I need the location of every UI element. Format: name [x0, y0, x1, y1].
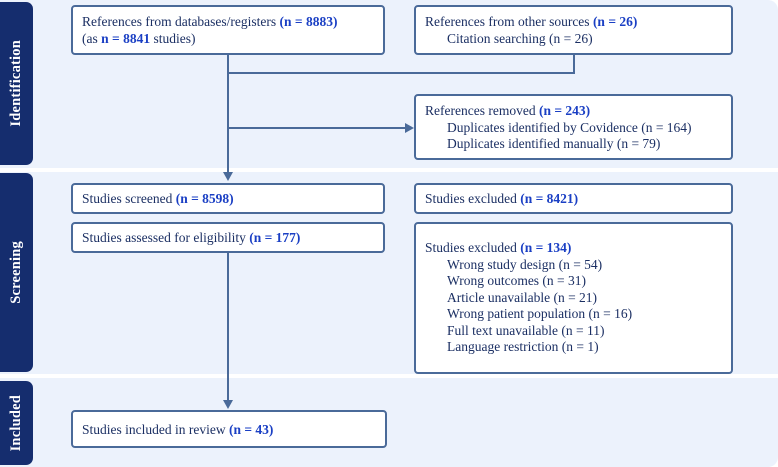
box-included-count: (n = 43): [228, 422, 274, 437]
exclusion-reason: Wrong study design (n = 54): [447, 256, 603, 272]
exclusion-reason: Article unavailable (n = 21): [447, 289, 598, 305]
exclusion-reason: Full text unavailable (n = 11): [447, 322, 605, 338]
connector-other-sources-horizontal: [227, 72, 575, 74]
stage-label-screening: Screening: [0, 173, 33, 372]
box-other-sources-line-2: Citation searching (n = 26): [447, 30, 593, 46]
stage-label-included: Included: [0, 381, 33, 465]
box-studies-screened[interactable]: Studies screened (n = 8598): [71, 183, 385, 214]
exclusion-reason: Wrong outcomes (n = 31): [447, 273, 587, 288]
box-other-sources-count: (n = 26): [592, 14, 638, 29]
stage-label-included-text: Included: [8, 394, 24, 452]
box-studies-excluded-screening[interactable]: Studies excluded (n = 8421): [414, 183, 733, 214]
box-excluded-eligibility-line: Studies excluded (n = 134): [425, 240, 572, 255]
exclusion-reason: Language restriction (n = 1): [447, 339, 599, 354]
box-removed-line-3: Duplicates identified manually (n = 79): [447, 136, 661, 151]
box-eligibility-count: (n = 177): [249, 230, 301, 245]
arrow-into-screened: [222, 172, 233, 181]
box-screened-count: (n = 8598): [175, 191, 234, 206]
box-removed-line-2: Duplicates identified by Covidence (n = …: [447, 119, 692, 135]
box-databases-line-2: (as n = 8841 studies): [82, 30, 196, 46]
box-removed-count: (n = 243): [538, 103, 591, 118]
box-references-removed[interactable]: References removed (n = 243) Duplicates …: [414, 94, 733, 160]
box-excluded-eligibility-count: (n = 134): [520, 240, 572, 255]
box-excluded-screening-line: Studies excluded (n = 8421): [425, 191, 579, 206]
box-references-from-other-sources[interactable]: References from other sources (n = 26) C…: [414, 5, 733, 55]
box-studies-assessed-for-eligibility[interactable]: Studies assessed for eligibility (n = 17…: [71, 222, 385, 253]
stage-label-identification: Identification: [0, 2, 33, 165]
box-databases-line-1: References from databases/registers (n =…: [82, 14, 338, 29]
connector-to-references-removed: [227, 127, 407, 129]
box-databases-count: (n = 8883): [279, 14, 338, 29]
box-studies-included-in-review[interactable]: Studies included in review (n = 43): [71, 410, 387, 448]
box-databases-studies-count: n = 8841: [101, 30, 151, 46]
arrow-into-references-removed: [405, 122, 414, 133]
connector-databases-to-screened: [227, 55, 229, 172]
box-studies-excluded-eligibility[interactable]: Studies excluded (n = 134) Wrong study d…: [414, 222, 733, 374]
stage-label-screening-text: Screening: [8, 241, 24, 304]
exclusion-reason: Wrong patient population (n = 16): [447, 306, 633, 321]
arrow-into-included: [222, 400, 233, 409]
box-included-line: Studies included in review (n = 43): [82, 422, 274, 437]
box-other-sources-line-1: References from other sources (n = 26): [425, 14, 638, 29]
box-screened-line: Studies screened (n = 8598): [82, 191, 234, 206]
stage-label-identification-text: Identification: [8, 40, 24, 127]
connector-eligibility-to-included: [227, 252, 229, 402]
box-references-from-databases[interactable]: References from databases/registers (n =…: [71, 5, 385, 55]
box-eligibility-line: Studies assessed for eligibility (n = 17…: [82, 230, 301, 245]
connector-other-sources-vertical: [573, 55, 575, 74]
box-excluded-screening-count: (n = 8421): [520, 191, 579, 206]
box-removed-line-1: References removed (n = 243): [425, 103, 591, 118]
